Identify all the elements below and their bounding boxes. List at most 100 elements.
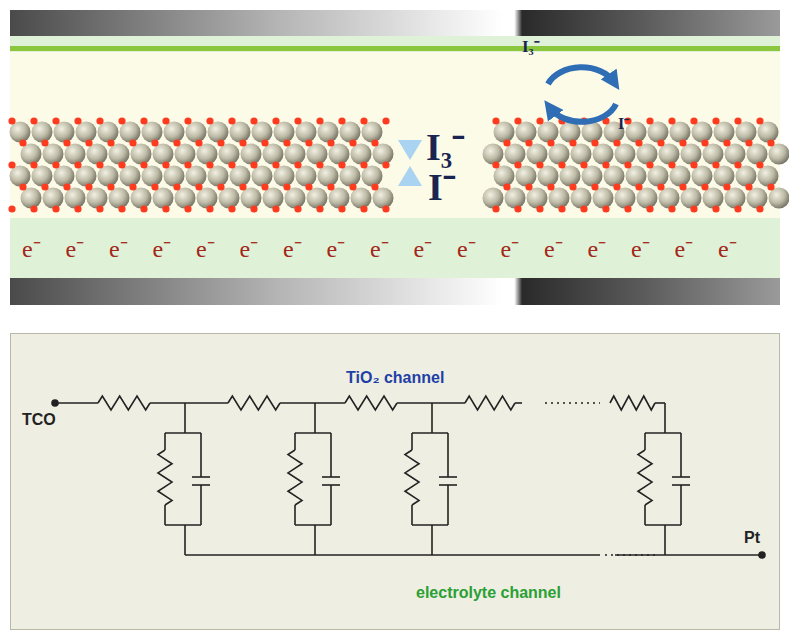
tio2-particle xyxy=(659,144,680,165)
tio2-particle xyxy=(318,166,339,187)
dye-dot xyxy=(107,183,114,190)
wire xyxy=(645,524,681,526)
dye-dot xyxy=(272,117,279,124)
wire xyxy=(439,476,457,478)
wire xyxy=(655,402,665,404)
dye-dot xyxy=(261,139,268,146)
dye-dot xyxy=(657,183,664,190)
dye-dot xyxy=(701,183,708,190)
tio2-particle xyxy=(505,188,526,209)
tio2-particle xyxy=(186,166,207,187)
tio2-particle xyxy=(373,188,394,209)
electron-label: e⁻ xyxy=(544,237,563,261)
wire xyxy=(645,432,681,434)
tio2-particle xyxy=(142,122,163,143)
wire xyxy=(192,476,210,478)
resistor-symbol xyxy=(158,450,172,505)
tio2-particle xyxy=(109,188,130,209)
tio2-particle xyxy=(505,144,526,165)
tio2-particle xyxy=(626,166,647,187)
tio2-particle xyxy=(98,166,119,187)
tio2-particle xyxy=(494,122,515,143)
tio2-particle xyxy=(736,166,757,187)
wire xyxy=(447,433,449,477)
tio2-particle xyxy=(703,144,724,165)
dye-dot xyxy=(305,183,312,190)
tio2-particle xyxy=(637,144,658,165)
resistor-symbol xyxy=(345,396,397,410)
wire xyxy=(185,554,600,556)
dye-dot xyxy=(756,117,763,124)
tio2-particle xyxy=(219,144,240,165)
tio2-particle xyxy=(483,188,504,209)
tio2-particle xyxy=(186,122,207,143)
tio2-particle xyxy=(703,188,724,209)
tio2-particle xyxy=(483,144,504,165)
wire xyxy=(431,525,433,555)
electrolyte-band xyxy=(10,52,780,120)
wire xyxy=(295,524,331,526)
dye-dot xyxy=(767,139,774,146)
resistor-symbol xyxy=(405,450,419,505)
dye-dot xyxy=(162,117,169,124)
dye-dot xyxy=(723,139,730,146)
dye-dot xyxy=(140,205,147,212)
dye-dot xyxy=(536,117,543,124)
tio2-particle xyxy=(307,188,328,209)
dye-dot xyxy=(228,117,235,124)
dye-dot xyxy=(52,161,59,168)
wire xyxy=(680,433,682,477)
dye-dot xyxy=(382,117,389,124)
tio2-particle xyxy=(175,144,196,165)
tio2-particle xyxy=(769,188,789,209)
dye-dot xyxy=(734,117,741,124)
dye-dot xyxy=(8,117,15,124)
tio2-particle xyxy=(648,122,669,143)
tio2-particle xyxy=(230,166,251,187)
tio2-particle xyxy=(527,188,548,209)
wire xyxy=(644,505,646,525)
tio2-particle xyxy=(681,188,702,209)
dye-dot xyxy=(96,117,103,124)
electron-label: e⁻ xyxy=(153,237,172,261)
terminal-label: TCO xyxy=(22,412,56,428)
tio2-particle xyxy=(758,122,779,143)
wire xyxy=(150,402,228,404)
dye-dot xyxy=(206,161,213,168)
terminal-dot xyxy=(759,552,765,558)
dye-dot xyxy=(217,139,224,146)
dye-dot xyxy=(745,183,752,190)
dye-dot xyxy=(360,117,367,124)
tio2-particle xyxy=(10,122,31,143)
dye-dot xyxy=(129,139,136,146)
tio2-particle xyxy=(285,188,306,209)
dye-dot xyxy=(360,205,367,212)
wire xyxy=(330,433,332,477)
tio2-particle xyxy=(43,188,64,209)
tio2-particle xyxy=(285,144,306,165)
wire xyxy=(447,485,449,525)
wire xyxy=(200,485,202,525)
dye-dot xyxy=(195,139,202,146)
particle-layer-ground xyxy=(10,120,780,218)
dye-dot xyxy=(536,161,543,168)
wire xyxy=(295,432,331,434)
tio2-particle xyxy=(681,144,702,165)
dye-dot xyxy=(74,205,81,212)
dye-dot xyxy=(624,205,631,212)
dye-dot xyxy=(19,139,26,146)
dye-dot xyxy=(514,117,521,124)
tio2-particle xyxy=(142,166,163,187)
tio2-particle xyxy=(120,122,141,143)
dye-dot xyxy=(250,117,257,124)
dye-dot xyxy=(679,183,686,190)
dye-dot xyxy=(646,161,653,168)
tio2-particle xyxy=(362,122,383,143)
wire xyxy=(164,433,166,450)
electron-label: e⁻ xyxy=(196,237,215,261)
dye-dot xyxy=(349,139,356,146)
dye-dot xyxy=(206,117,213,124)
dye-dot xyxy=(591,183,598,190)
dye-dot xyxy=(558,161,565,168)
